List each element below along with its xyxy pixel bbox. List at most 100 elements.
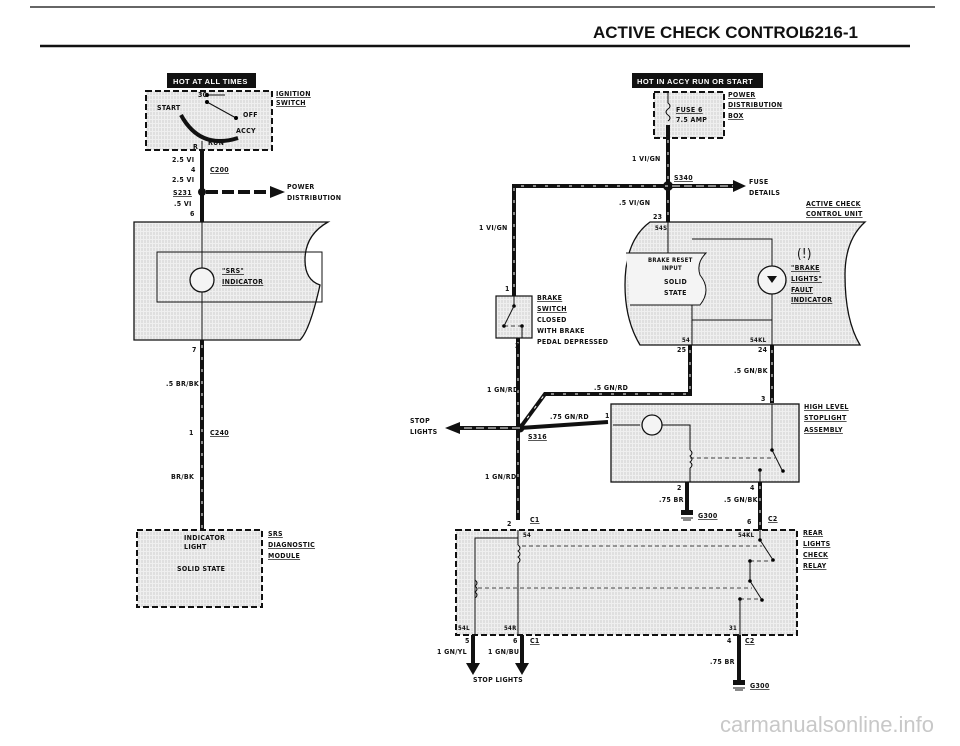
pin-label: 3 xyxy=(761,395,766,403)
fault-indicator-label: LIGHTS" xyxy=(791,275,822,283)
relay-label: REAR xyxy=(803,529,823,537)
watermark: carmanualsonline.info xyxy=(720,712,934,737)
svg-text:RUN: RUN xyxy=(208,139,224,147)
pin-label: 6 xyxy=(747,518,752,526)
splice-s231 xyxy=(198,188,206,196)
connector-c1: C1 xyxy=(530,637,540,645)
module-text: INDICATOR xyxy=(184,534,225,542)
stop-lights-label: STOP LIGHTS xyxy=(473,676,523,684)
pin-label: 5 xyxy=(465,637,470,645)
wire-label: .5 BR/BK xyxy=(166,380,200,388)
acu-text: INPUT xyxy=(662,265,682,272)
svg-text:R: R xyxy=(193,143,198,151)
relay-label: LIGHTS xyxy=(803,540,831,548)
active-check-control-unit xyxy=(624,221,867,346)
instrument-cluster xyxy=(133,221,331,341)
svg-text:START: START xyxy=(157,104,181,112)
pin-label: 2 xyxy=(515,342,520,350)
pin-label: 1 xyxy=(505,285,510,293)
connector-c1: C1 xyxy=(530,516,540,524)
svg-text:HOT IN ACCY RUN OR START: HOT IN ACCY RUN OR START xyxy=(637,77,753,86)
pdb-label: POWER xyxy=(728,91,756,99)
arrow-icon xyxy=(270,186,285,198)
terminal-label: 54 xyxy=(523,532,531,539)
ground-label: G300 xyxy=(750,682,770,690)
brake-switch-label: SWITCH xyxy=(537,305,567,313)
bulb-icon xyxy=(641,414,663,436)
srs-indicator-label: "SRS" xyxy=(222,267,244,275)
pdb-label: BOX xyxy=(728,112,744,120)
ground-icon xyxy=(733,680,745,685)
terminal-label: 54 xyxy=(682,337,690,344)
pin-label: 4 xyxy=(750,484,755,492)
hot-at-all-times-tag: HOT AT ALL TIMES xyxy=(167,73,256,88)
terminal-label: 54L xyxy=(458,625,470,632)
wire-label: .75 BR xyxy=(659,496,684,504)
ignition-switch-label: SWITCH xyxy=(276,99,306,107)
coil-icon xyxy=(689,449,693,469)
acu-text: BRAKE RESET xyxy=(648,257,693,264)
terminal-label: 54KL xyxy=(750,337,767,344)
svg-text:HOT AT ALL TIMES: HOT AT ALL TIMES xyxy=(173,77,248,86)
page-title: ACTIVE CHECK CONTROL xyxy=(593,23,809,42)
right-wires xyxy=(445,125,774,691)
brake-switch-label: CLOSED xyxy=(537,316,567,324)
wire-label: 1 GN/YL xyxy=(437,648,467,656)
page-number: 6216-1 xyxy=(805,23,858,42)
brake-switch xyxy=(495,295,533,339)
acu-label: ACTIVE CHECK xyxy=(806,200,862,208)
splice-label: S231 xyxy=(173,189,192,197)
wire-label: .5 GN/BK xyxy=(734,367,769,375)
high-level-stoplight-assembly xyxy=(610,403,800,483)
fuse-details-label: DETAILS xyxy=(749,189,780,197)
module-text: SOLID STATE xyxy=(177,565,225,573)
wire-label: 1 VI/GN xyxy=(632,155,661,163)
module-text: LIGHT xyxy=(184,543,207,551)
rear-lights-check-relay xyxy=(455,529,798,636)
ignition-switch: 30 START OFF ACCY RUN R xyxy=(145,90,273,151)
wire-label: 1 GN/BU xyxy=(488,648,519,656)
wire-label: BR/BK xyxy=(171,473,195,481)
ground-icon xyxy=(681,510,693,515)
fuse-icon xyxy=(665,92,671,122)
wire-label: .5 VI/GN xyxy=(619,199,650,207)
terminal-label: 54S xyxy=(655,225,667,232)
ground-label: G300 xyxy=(698,512,718,520)
splice-label: S316 xyxy=(528,433,547,441)
high-level-label: STOPLIGHT xyxy=(804,414,847,422)
connector-c2: C2 xyxy=(745,637,755,645)
pin-label: 24 xyxy=(758,346,768,354)
wire-label: .5 VI xyxy=(174,200,192,208)
pin-label: 1 xyxy=(605,412,610,420)
pin-label: 6 xyxy=(190,210,195,218)
srs-module-label: MODULE xyxy=(268,552,300,560)
pin-label: 23 xyxy=(653,213,662,221)
stop-lights-label: LIGHTS xyxy=(410,428,438,436)
wire-label: .5 GN/BK xyxy=(724,496,759,504)
srs-diagnostic-module xyxy=(136,529,263,608)
fuse-details-label: FUSE xyxy=(749,178,768,186)
wire-label: 1 VI/GN xyxy=(479,224,508,232)
relay-label: CHECK xyxy=(803,551,829,559)
brake-switch-label: WITH BRAKE xyxy=(537,327,585,335)
connector-c2: C2 xyxy=(768,515,778,523)
hot-in-accy-tag: HOT IN ACCY RUN OR START xyxy=(632,73,763,88)
acu-label: CONTROL UNIT xyxy=(806,210,863,218)
wire-label: .75 BR xyxy=(710,658,735,666)
fault-indicator-label: FAULT xyxy=(791,286,813,294)
high-level-label: HIGH LEVEL xyxy=(804,403,849,411)
svg-text:30: 30 xyxy=(198,91,208,99)
power-distribution-box xyxy=(653,91,725,139)
terminal-label: 54R xyxy=(504,625,517,632)
fuse-label: FUSE 6 xyxy=(676,106,703,114)
srs-lamp-icon xyxy=(189,267,215,293)
fault-indicator-label: "BRAKE xyxy=(791,264,820,272)
ignition-switch-label: IGNITION xyxy=(276,90,311,98)
high-level-label: ASSEMBLY xyxy=(804,426,843,434)
wire-label: 1 GN/RD xyxy=(485,473,517,481)
connector-c240: C240 xyxy=(210,429,229,437)
splice-label: S340 xyxy=(674,174,693,182)
terminal-label: 31 xyxy=(729,625,737,632)
power-distribution-label: DISTRIBUTION xyxy=(287,194,341,202)
